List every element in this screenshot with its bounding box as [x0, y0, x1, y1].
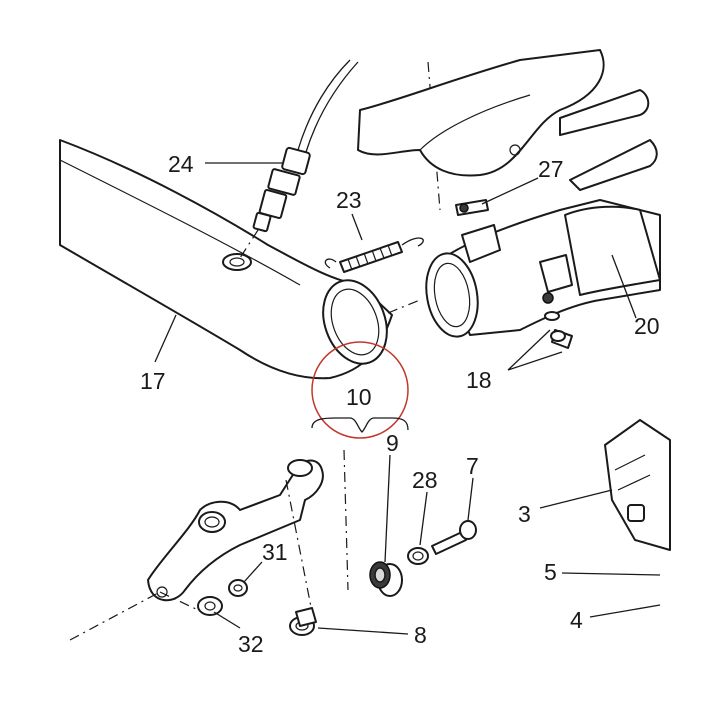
- callout-4: 4: [570, 607, 583, 633]
- callout-23: 23: [336, 187, 362, 213]
- highlight-circle: [311, 341, 409, 439]
- callout-labels: 24 23 27 20 17 10 18 9 28 7 3 31 5 4 32 …: [140, 151, 660, 657]
- rubber-bushing: [369, 561, 403, 597]
- callout-9: 9: [386, 430, 399, 456]
- spring: [324, 237, 424, 273]
- lambda-sensor: [239, 59, 359, 259]
- callout-32: 32: [238, 631, 264, 657]
- callout-20: 20: [634, 313, 660, 339]
- hanger-bracket: [69, 449, 349, 641]
- group-10-brace: [311, 417, 409, 433]
- right-side-assembly: [604, 419, 671, 551]
- callout-31: 31: [262, 539, 288, 565]
- washer-28: [407, 547, 429, 565]
- callout-17: 17: [140, 368, 166, 394]
- callout-28: 28: [412, 467, 438, 493]
- callout-10: 10: [346, 384, 372, 410]
- callout-27: 27: [538, 156, 564, 182]
- bolt-washer-18: [544, 311, 573, 349]
- callout-3: 3: [518, 501, 531, 527]
- washer-32: [197, 596, 223, 616]
- nut-31: [228, 579, 248, 597]
- callout-5: 5: [544, 559, 557, 585]
- callout-18: 18: [466, 367, 492, 393]
- spacer-8: [289, 607, 317, 636]
- callout-8: 8: [414, 622, 427, 648]
- callout-7: 7: [466, 453, 479, 479]
- frame-bracket-upper: [357, 49, 658, 216]
- leader-lines: [154, 162, 661, 635]
- callout-24: 24: [168, 151, 194, 177]
- silencer-inlet: [387, 199, 661, 338]
- bolt-7: [431, 520, 477, 555]
